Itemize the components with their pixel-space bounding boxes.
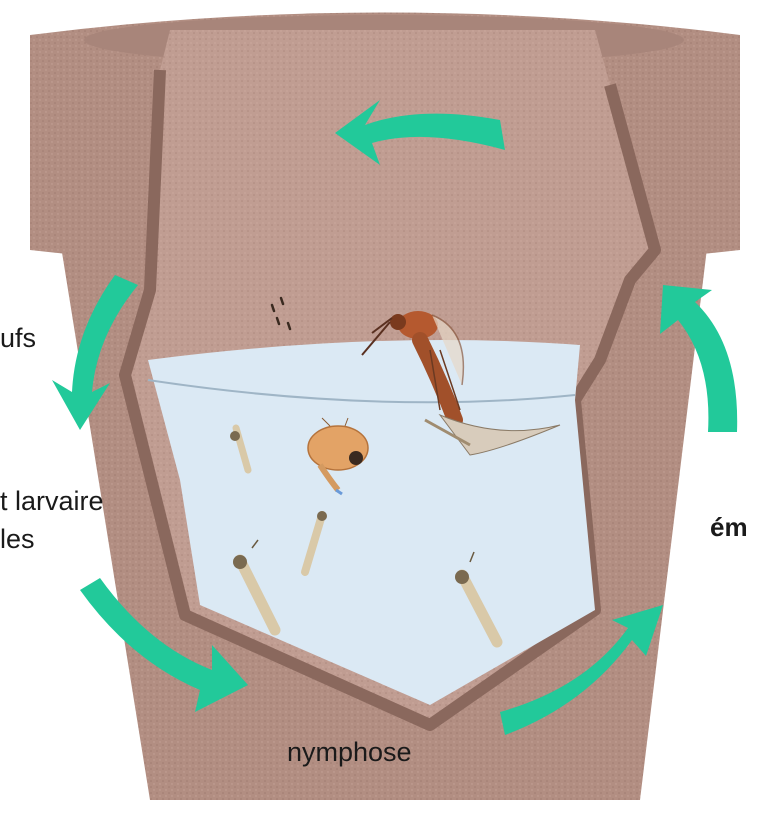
label-eggs: ufs: [0, 323, 36, 353]
label-larval-line2: les: [0, 524, 35, 554]
label-larval-line1: t larvaire: [0, 486, 104, 516]
label-pupation: nymphose: [287, 737, 412, 767]
label-emergence: ém: [710, 512, 748, 542]
